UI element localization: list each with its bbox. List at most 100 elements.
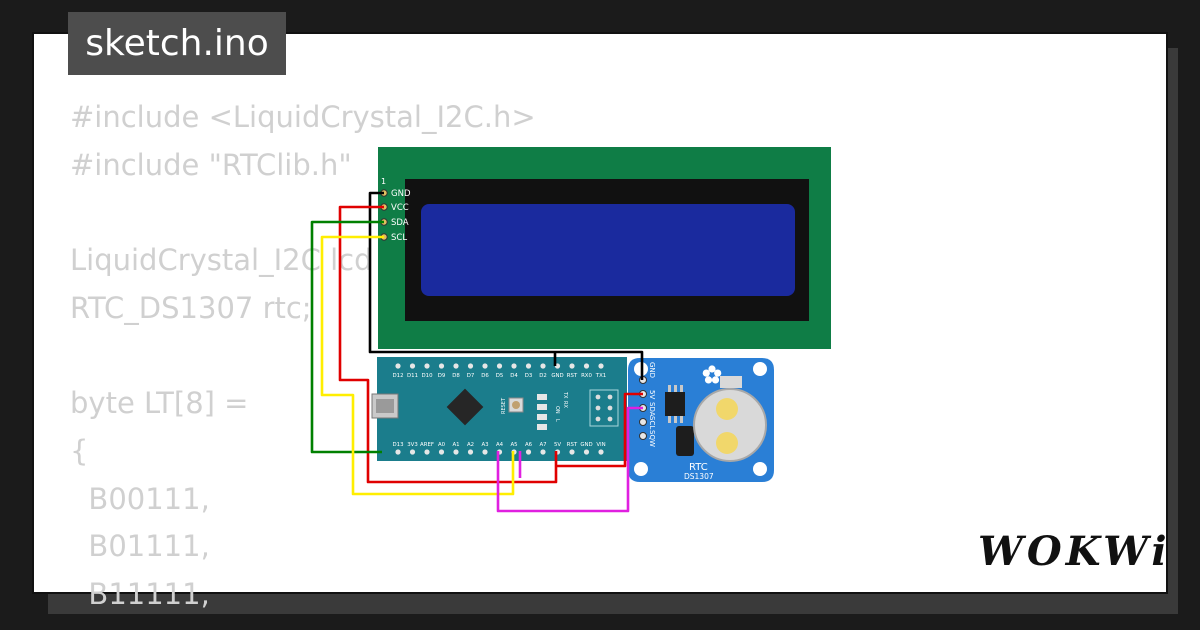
nano-pin-label: D13 [392, 442, 403, 448]
wire-scl [320, 235, 515, 496]
rtc-mount-hole [753, 362, 767, 376]
lcd-pin-sda: SDA [391, 218, 409, 228]
nano-pin-a7 [540, 449, 546, 455]
nano-pin-label: A6 [525, 442, 533, 448]
rtc-crystal [676, 426, 694, 456]
lcd-module[interactable]: 1 GND VCC SDA SCL [378, 147, 831, 349]
rtc-module[interactable]: GND 5V SDA SCL SQW RTC DS1307 [628, 358, 774, 482]
code-line: byte LT[8] = [70, 386, 249, 421]
nano-pin-d10 [424, 363, 430, 369]
nano-pin-3v3 [409, 449, 416, 455]
nano-pin-label: A7 [539, 442, 546, 448]
wires [310, 191, 644, 513]
nano-pin-d9 [438, 363, 445, 369]
rtc-mount-hole [753, 462, 767, 476]
flower-icon [702, 365, 722, 384]
rtc-pin-5v: 5V [648, 390, 656, 399]
nano-pin-label: RX0 [581, 373, 592, 379]
nano-pin-label: A4 [496, 442, 504, 448]
nano-pin-label: VIN [596, 442, 605, 448]
wire-sda [310, 220, 384, 454]
led-label-on: ON [554, 406, 560, 414]
nano-pin-label: A2 [467, 442, 474, 448]
nano-pin-label: A5 [510, 442, 517, 448]
nano-pin-label: 3V3 [407, 442, 418, 448]
nano-pin-a3 [482, 449, 488, 455]
mcu-chip [446, 388, 484, 426]
nano-pin-d11 [409, 363, 416, 369]
lcd-pin-gnd: GND [391, 189, 411, 199]
nano-pin-label: D12 [392, 373, 403, 379]
nano-pin-label: D10 [421, 373, 433, 379]
nano-pin-label: A1 [452, 442, 459, 448]
status-leds [537, 394, 547, 430]
led-label-rx: RX [562, 401, 568, 408]
rtc-pin-scl: SCL [648, 416, 656, 429]
nano-pin-aref [424, 449, 430, 455]
nano-pin-label: D3 [525, 373, 533, 379]
led-label-tx: TX [562, 391, 568, 399]
code-line: B01111, [70, 529, 210, 564]
nano-pin-rx0 [583, 363, 590, 369]
nano-bottom-header [395, 449, 604, 455]
nano-pin-label: D11 [407, 373, 418, 379]
rtc-pin-sda: SDA [648, 402, 656, 417]
rtc-mount-hole [634, 462, 648, 476]
nano-pin-label: D6 [481, 373, 489, 379]
nano-pin-a6 [525, 449, 532, 455]
nano-pin-gnd [583, 449, 590, 455]
nano-pin-d12 [395, 363, 401, 369]
nano-pin-label: GND [551, 373, 563, 379]
code-line: B00111, [70, 481, 210, 516]
rtc-chip [665, 392, 685, 416]
nano-pin-label: D4 [510, 373, 518, 379]
nano-pin-rst [569, 363, 575, 369]
nano-pin-d8 [453, 363, 459, 369]
lcd-pin-vcc: VCC [391, 203, 409, 213]
nano-pin-d6 [482, 363, 488, 369]
nano-pin-label: GND [580, 442, 592, 448]
lcd-pin-scl: SCL [391, 233, 407, 243]
rtc-chip-label: DS1307 [684, 472, 714, 481]
nano-pin-vin [598, 449, 604, 455]
code-line: RTC_DS1307 rtc; [70, 290, 312, 325]
wire-gnd [368, 191, 644, 380]
wire-vcc [338, 205, 643, 484]
nano-pin-d7 [467, 363, 474, 369]
battery-holder [693, 388, 767, 462]
nano-pin-label: RST [567, 442, 578, 448]
nano-pin-label: A3 [481, 442, 488, 448]
nano-pin-d4 [511, 363, 517, 369]
nano-pin-label: 5V [554, 442, 561, 448]
nano-pcb [377, 357, 627, 461]
code-preview: #include <LiquidCrystal_I2C.h> #include … [70, 94, 536, 619]
code-line: #include "RTClib.h" [70, 147, 352, 182]
nano-pin-d2 [540, 363, 546, 369]
nano-pin-label: D9 [438, 373, 446, 379]
nano-pin-label: TX1 [595, 373, 606, 379]
led-label-l: L [554, 419, 560, 422]
battery-contact [716, 398, 738, 420]
nano-pin-label: D8 [452, 373, 460, 379]
rtc-pin-sqw: SQW [648, 430, 656, 447]
battery-contact [716, 432, 738, 454]
nano-pin-label: AREF [420, 442, 434, 448]
nano-pin-a1 [453, 449, 459, 455]
nano-top-header [395, 363, 604, 369]
code-line: { [70, 433, 89, 468]
nano-pin-rst [569, 449, 575, 455]
lcd-screen [421, 204, 795, 296]
file-tab[interactable]: sketch.ino [68, 12, 286, 75]
wire-i2c-rtc [496, 406, 643, 513]
nano-pin-d13 [395, 449, 401, 455]
nano-pin-d3 [525, 363, 532, 369]
nano-pin-label: RST [567, 373, 578, 379]
nano-pin-label: D2 [539, 373, 547, 379]
nano-pin-d5 [496, 363, 503, 369]
rtc-title: RTC [689, 462, 708, 473]
nano-pin-label: D7 [467, 373, 475, 379]
